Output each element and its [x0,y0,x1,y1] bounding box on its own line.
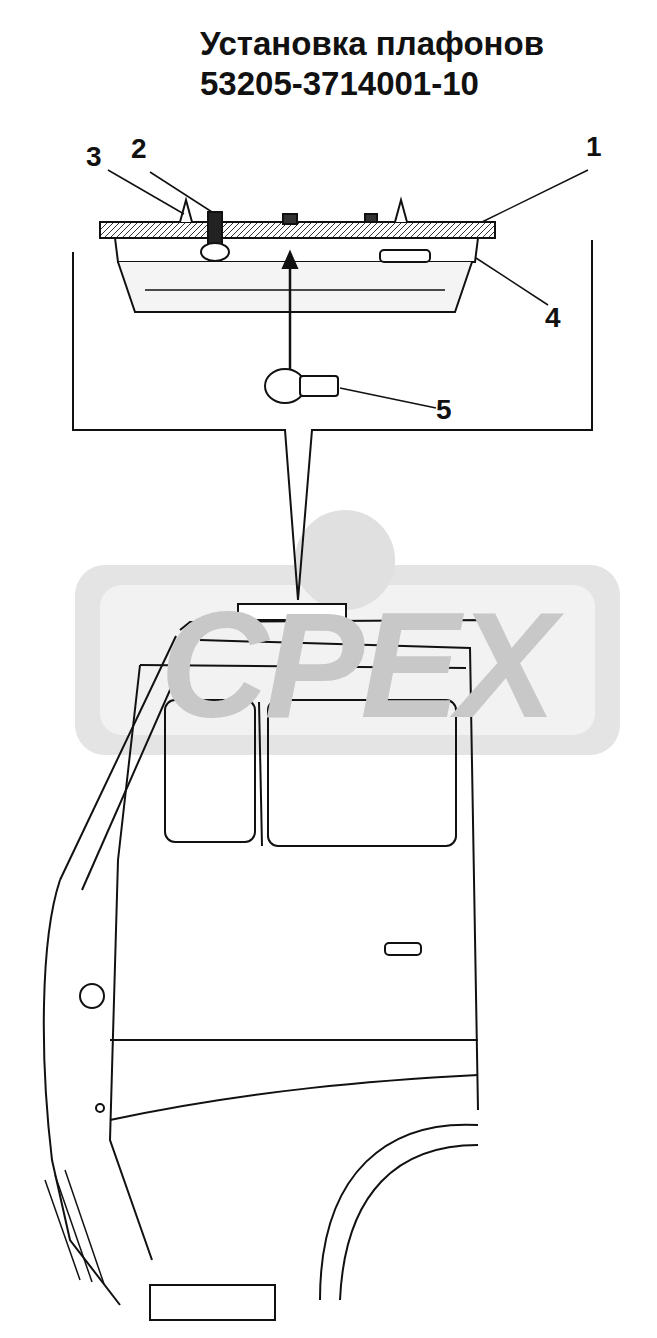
callout-number: 4 [545,303,561,333]
callout-number: 1 [586,132,602,162]
callout-number: 5 [436,395,452,425]
lamp-assembly [100,170,588,408]
diagram-title: Установка плафонов 53205-3714001-10 [200,24,650,104]
watermark: CPEX [160,590,552,740]
callout-number: 2 [131,134,147,164]
callout-number: 3 [86,142,102,172]
detail-frame [73,240,592,600]
